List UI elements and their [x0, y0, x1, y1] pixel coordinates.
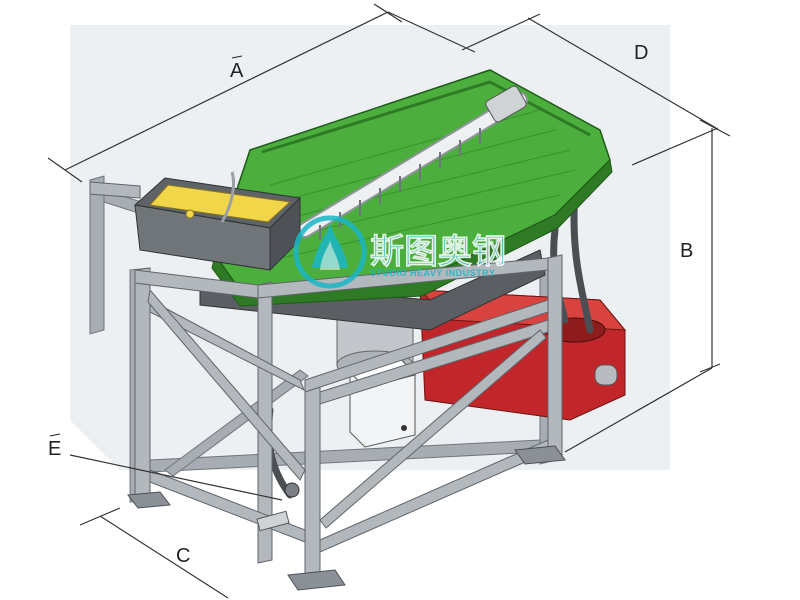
watermark-cn: 斯图奥钢	[370, 232, 506, 272]
water-feed-pipe	[297, 85, 528, 240]
frame-feet	[127, 445, 566, 591]
logo-emblem-icon	[293, 215, 367, 289]
dimension-lines	[47, 3, 731, 599]
dimension-label-e: E	[48, 438, 61, 460]
dimension-label-b: B	[680, 240, 693, 262]
watermark-logo: 斯图奥钢 STUDIO HEAVY INDUSTRY	[293, 215, 506, 289]
dimension-label-d: D	[634, 42, 648, 64]
dimension-label-c: C	[176, 545, 190, 567]
dimension-label-a: A	[230, 60, 244, 82]
support-frame-front	[89, 181, 563, 584]
table-underframe	[199, 249, 546, 331]
discharge-valve	[256, 482, 300, 532]
feed-hopper	[133, 171, 302, 272]
watermark-en: STUDIO HEAVY INDUSTRY	[370, 268, 495, 278]
